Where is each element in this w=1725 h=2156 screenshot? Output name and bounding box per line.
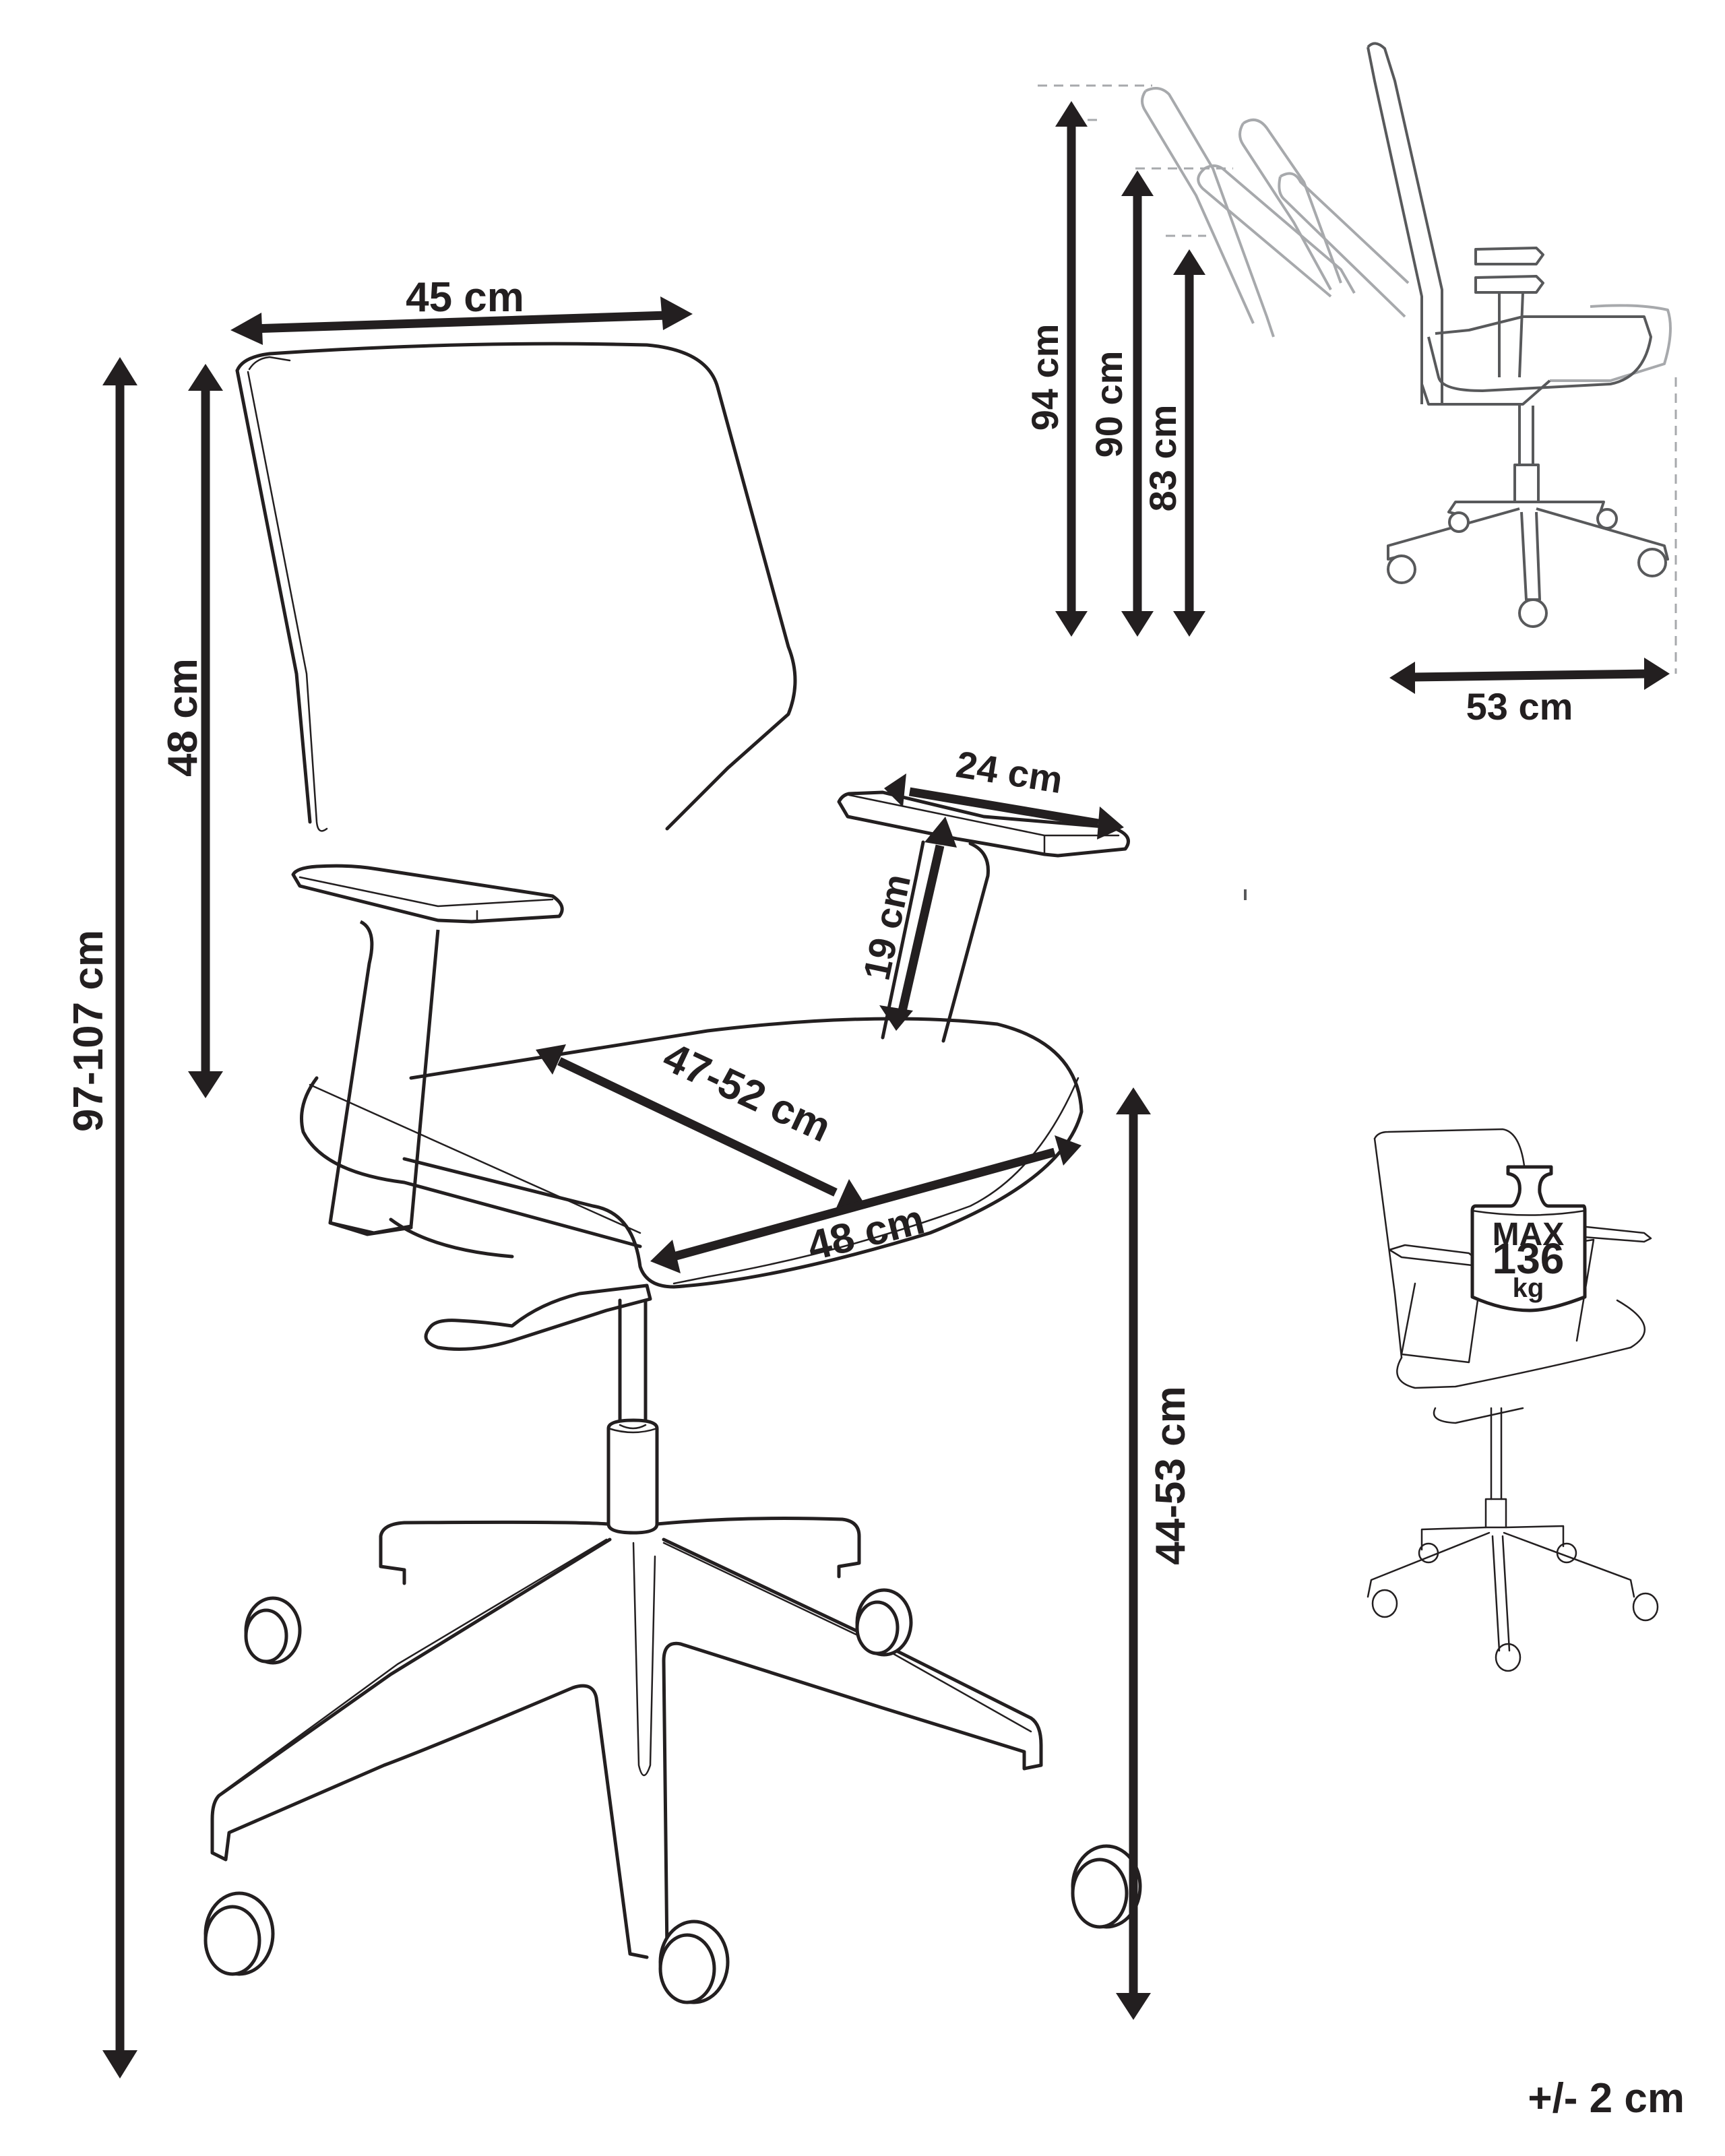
max-load-weight-icon: MAX 136 kg xyxy=(1470,1165,1587,1312)
label-seat-height: 44-53 cm xyxy=(1148,1386,1194,1564)
label-armrest-length: 24 cm xyxy=(953,742,1066,801)
dimension-side-depth: 53 cm xyxy=(1389,658,1670,728)
label-backrest-height: 48 cm xyxy=(160,658,206,777)
badge-max-value: 136 xyxy=(1493,1234,1565,1283)
dimension-seat-width: 48 cm xyxy=(650,1135,1081,1273)
casters xyxy=(203,1588,1142,2004)
tolerance-note: +/- 2 cm xyxy=(1528,2075,1685,2122)
height-lever xyxy=(424,1283,652,1351)
dimension-recline-83: 83 cm xyxy=(1141,249,1205,637)
cylinder-housing xyxy=(606,1418,659,1535)
main-chair-illustration xyxy=(203,342,1142,2004)
badge-max-label: MAX xyxy=(1493,1217,1565,1253)
seat xyxy=(402,1017,1084,1289)
label-side-depth: 53 cm xyxy=(1466,685,1573,728)
star-base xyxy=(210,1517,1043,1959)
label-recline-90: 90 cm xyxy=(1088,351,1130,458)
dimension-recline-94: 94 cm xyxy=(1024,101,1088,637)
dimension-armrest-height: 19 cm xyxy=(855,817,957,1031)
dimension-seat-height: 44-53 cm xyxy=(1116,1087,1194,2020)
label-recline-83: 83 cm xyxy=(1141,405,1184,512)
label-seat-depth: 47-52 cm xyxy=(656,1034,838,1151)
side-view-chair xyxy=(1038,42,1677,674)
right-armrest-post xyxy=(881,840,990,1043)
gas-cylinder xyxy=(618,1298,648,1427)
load-view-chair xyxy=(1367,1128,1659,1672)
label-backrest-width: 45 cm xyxy=(406,274,524,321)
dimension-backrest-height: 48 cm xyxy=(160,364,223,1098)
backrest xyxy=(235,342,797,831)
label-total-height: 97-107 cm xyxy=(65,930,112,1132)
dimension-seat-depth: 47-52 cm xyxy=(536,1034,866,1209)
left-armrest-pad xyxy=(291,864,564,924)
label-recline-94: 94 cm xyxy=(1024,324,1066,431)
stray-mark xyxy=(1244,889,1247,900)
dimension-backrest-width: 45 cm xyxy=(230,274,693,345)
badge-max-unit: kg xyxy=(1513,1273,1544,1303)
dimension-recline-90: 90 cm xyxy=(1088,170,1154,637)
dimension-total-height: 97-107 cm xyxy=(65,357,137,2079)
